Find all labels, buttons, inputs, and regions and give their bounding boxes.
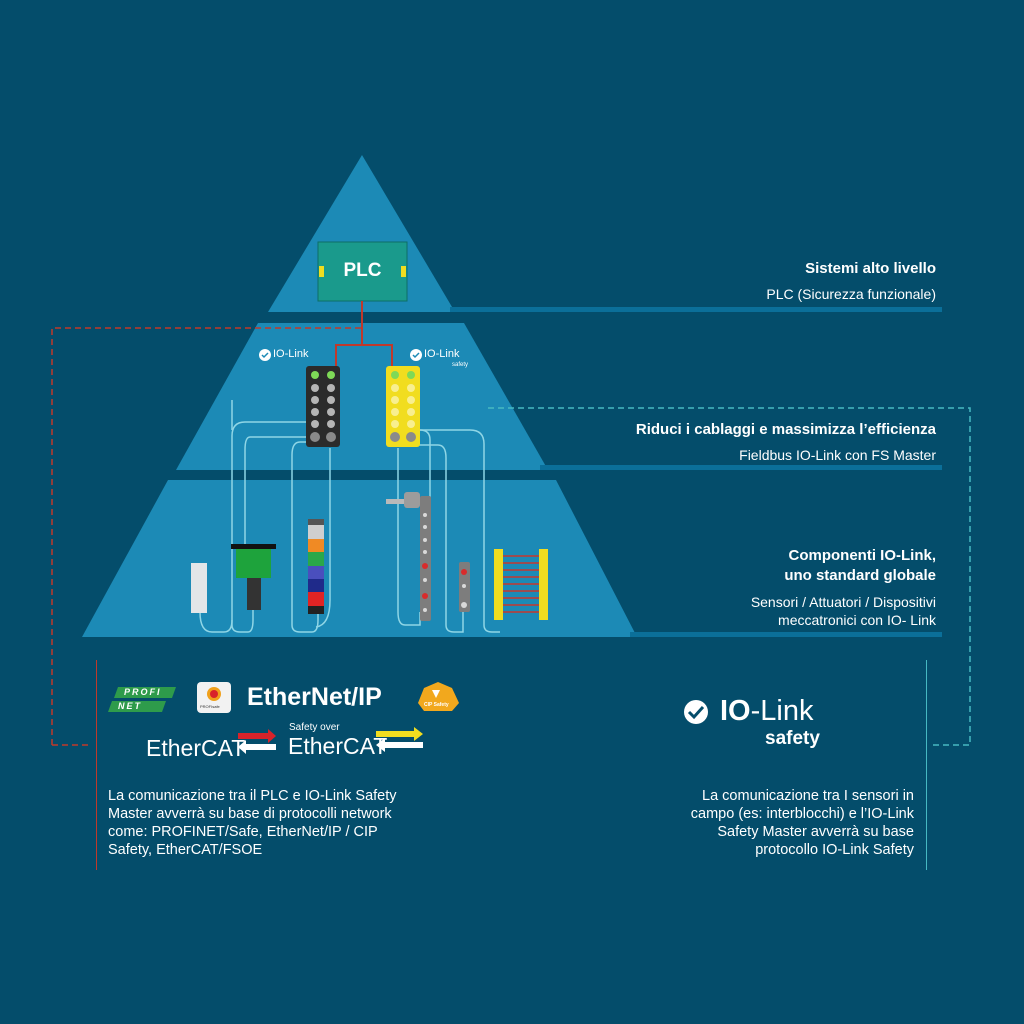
io-link-safety-logo-text: IO-Link — [720, 695, 813, 728]
plc-master-wires — [335, 301, 393, 368]
safety-over-label: Safety over — [289, 722, 340, 733]
red-dashed-connector — [51, 327, 362, 745]
safety-over-ethercat-logo-text: EtherCAT — [288, 733, 388, 759]
ethercat-logo-text: EtherCAT — [146, 735, 246, 761]
io-link-logo-bold: IO — [720, 695, 751, 727]
profinet-logo — [108, 687, 176, 712]
level-1-subtitle: PLC (Sicurezza funzionale) — [766, 286, 936, 302]
io-link-safety-sublabel: safety — [452, 362, 469, 368]
profinet-logo-bottom-text: NET — [118, 701, 142, 711]
pyramid-bottom-level — [82, 480, 637, 637]
band-level-2 — [540, 465, 942, 470]
right-description-line-1: La comunicazione tra I sensori in — [702, 788, 914, 804]
profinet-logo-top-text: PROFI — [124, 687, 162, 697]
io-link-master-black — [306, 366, 340, 447]
signal-tower-device — [308, 519, 324, 614]
profisafe-logo — [197, 682, 231, 713]
level-3-label: Componenti IO-Link, uno standard globale… — [751, 546, 936, 629]
device-cables — [199, 399, 500, 633]
ethercat-arrows — [238, 729, 276, 754]
level-1-title: Sistemi alto livello — [805, 260, 936, 277]
left-description-line-3: come: PROFINET/Safe, EtherNet/IP / CIP — [108, 824, 378, 840]
right-description-line-4: protocollo IO-Link Safety — [755, 842, 914, 858]
green-actuator-device — [231, 544, 276, 610]
right-teal-line — [926, 660, 927, 870]
level-1-label: Sistemi alto livello PLC (Sicurezza funz… — [766, 259, 936, 303]
io-link-label-black: IO-Link — [273, 348, 309, 360]
right-description: La comunicazione tra I sensori in campo … — [691, 787, 914, 859]
pyramid-top-level — [268, 155, 455, 312]
cip-safety-logo — [418, 682, 459, 711]
level-3-subtitle-line-1: Sensori / Attuatori / Dispositivi — [750, 594, 936, 610]
safety-switch-device — [459, 562, 470, 612]
pyramid-middle-level — [176, 323, 548, 470]
level-2-subtitle: Fieldbus IO-Link con FS Master — [739, 447, 936, 463]
right-description-line-3: Safety Master avverrà su base — [717, 824, 914, 840]
plc-label: PLC — [343, 260, 382, 281]
left-description-line-2: Master avverrà su base di protocolli net… — [108, 806, 392, 822]
band-level-3 — [630, 632, 942, 637]
left-description-line-1: La comunicazione tra il PLC e IO-Link Sa… — [108, 788, 397, 804]
left-description-line-4: Safety, EtherCAT/FSOE — [108, 842, 263, 858]
interlock-key-device — [386, 492, 431, 621]
profisafe-logo-text: PROFIsafe — [200, 704, 220, 709]
io-link-logo-rest: -Link — [750, 695, 814, 727]
ethernet-ip-logo-text: EtherNet/IP — [247, 683, 382, 711]
cip-safety-logo-text: CIP Safety — [424, 702, 449, 708]
band-level-1 — [450, 307, 942, 312]
sensor-white-device — [191, 563, 207, 613]
level-3-title-line-2: uno standard globale — [784, 567, 936, 584]
io-link-safety-logo-subtext: safety — [765, 728, 820, 749]
left-red-line — [96, 660, 97, 870]
level-3-subtitle-line-2: meccatronici con IO- Link — [778, 612, 936, 628]
left-description: La comunicazione tra il PLC e IO-Link Sa… — [108, 787, 397, 859]
plc-box — [317, 241, 408, 302]
safety-ethercat-arrows — [376, 727, 423, 752]
level-2-title: Riduci i cablaggi e massimizza l’efficie… — [635, 421, 936, 438]
io-link-safety-master-yellow — [386, 366, 420, 447]
level-3-title-line-1: Componenti IO-Link, — [788, 547, 937, 564]
teal-dashed-connector — [488, 407, 971, 746]
io-link-safety-logo-icon — [684, 700, 708, 724]
right-description-line-2: campo (es: interblocchi) e l’IO-Link — [690, 806, 914, 822]
light-curtain-device — [494, 549, 548, 620]
io-link-label-safety: IO-Link — [424, 348, 460, 360]
level-2-label: Riduci i cablaggi e massimizza l’efficie… — [636, 420, 936, 464]
